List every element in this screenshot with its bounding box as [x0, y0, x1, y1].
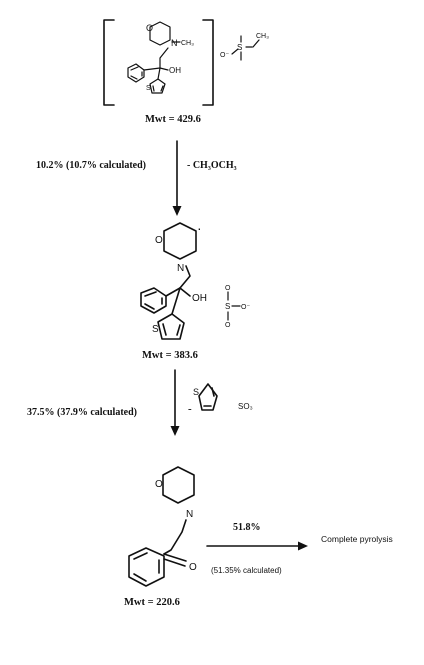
ring-nitrogen-label: N [186, 509, 193, 520]
step-3-calculated: (51.35% calculated) [211, 566, 282, 575]
n-methyl-label: CH₃ [181, 40, 194, 47]
final-product-label: Complete pyrolysis [321, 534, 393, 544]
step-1-mass-loss: 10.2% (10.7% calculated) [36, 160, 146, 171]
step-1-arrowhead [172, 206, 182, 216]
carbonyl-bond-1 [163, 553, 187, 562]
thiophene-sulfur-label: S [152, 324, 159, 335]
ring-oxygen-label: O [146, 23, 153, 33]
counterion-o-s-bond [231, 48, 239, 55]
c-phenyl-bond [143, 67, 161, 71]
lost-thiophene-ring [198, 383, 218, 411]
molecule-2: O N · OH S O S O⁻ O [140, 220, 250, 340]
c-thienyl-bond [157, 67, 161, 80]
phenyl-double-bonds [133, 552, 160, 582]
lost-so3-label: SO₃ [238, 402, 253, 411]
radical-dot: · [197, 220, 202, 236]
step-2-arrowhead [170, 426, 180, 436]
fragment-o-bottom-label: O [225, 322, 231, 329]
phenyl-ring [140, 287, 167, 314]
c-oh-bond [179, 287, 191, 297]
step-2-mass-loss: 37.5% (37.9% calculated) [27, 407, 137, 418]
alkyl-chain [163, 519, 187, 555]
morpholine-ring [163, 222, 197, 260]
morpholine-ring [149, 21, 171, 46]
morpholine-ring [162, 466, 195, 504]
counterion-methyl-label: CH₃ [256, 33, 269, 40]
step-2-dash: - [188, 403, 192, 415]
thiophene-ring [149, 78, 166, 94]
c-phenyl-bond [165, 287, 181, 297]
mwt-label-2: Mwt = 383.6 [142, 350, 198, 361]
counterion-o-minus-label: O⁻ [220, 52, 229, 59]
ring-nitrogen-label: N [171, 38, 178, 48]
hydroxyl-label: OH [169, 66, 181, 75]
right-bracket [202, 19, 214, 106]
phenyl-double-bonds [144, 291, 163, 310]
mwt-label-3: Mwt = 220.6 [124, 597, 180, 608]
molecule-3: O N O [128, 466, 197, 587]
phenyl-ring [128, 547, 165, 587]
fragment-sulfur-label: S [225, 302, 230, 311]
thiophene-double-bonds [162, 323, 181, 336]
c-thienyl-bond [171, 287, 181, 315]
phenyl-ring [127, 63, 145, 83]
step-3-mass-loss: 51.8% [233, 522, 261, 533]
counterion-sulfur-label: S [237, 43, 242, 52]
fragment-o-top-label: O [225, 285, 231, 292]
fragment-o-minus-label: O⁻ [241, 304, 250, 311]
alkyl-chain [159, 47, 169, 69]
ketone-oxygen-label: O [189, 562, 197, 573]
c-oh-bond [159, 67, 169, 71]
alkyl-chain [179, 265, 191, 289]
step-1-lost-fragment: - CH₃OCH₃ [187, 160, 237, 171]
left-bracket [103, 19, 115, 106]
thiophene-sulfur-label: S [146, 85, 151, 92]
molecule-1: O N CH₃ OH S O⁻ S CH₃ [103, 19, 269, 106]
phenyl-double-bonds [130, 66, 143, 80]
ring-oxygen-label: O [155, 235, 163, 246]
thiophene-ring [157, 313, 185, 340]
lost-thiophene-double-bonds [203, 387, 215, 407]
ring-nitrogen-label: N [177, 263, 184, 274]
lost-thiophene-sulfur: S [193, 387, 199, 397]
ring-oxygen-label: O [155, 479, 163, 490]
carbonyl-bond-2 [163, 558, 186, 567]
counterion-o-me-bond [252, 39, 260, 48]
hydroxyl-label: OH [192, 293, 207, 304]
step-3-arrowhead [298, 541, 308, 551]
thiophene-double-bonds [152, 85, 164, 92]
mwt-label-1: Mwt = 429.6 [145, 114, 201, 125]
